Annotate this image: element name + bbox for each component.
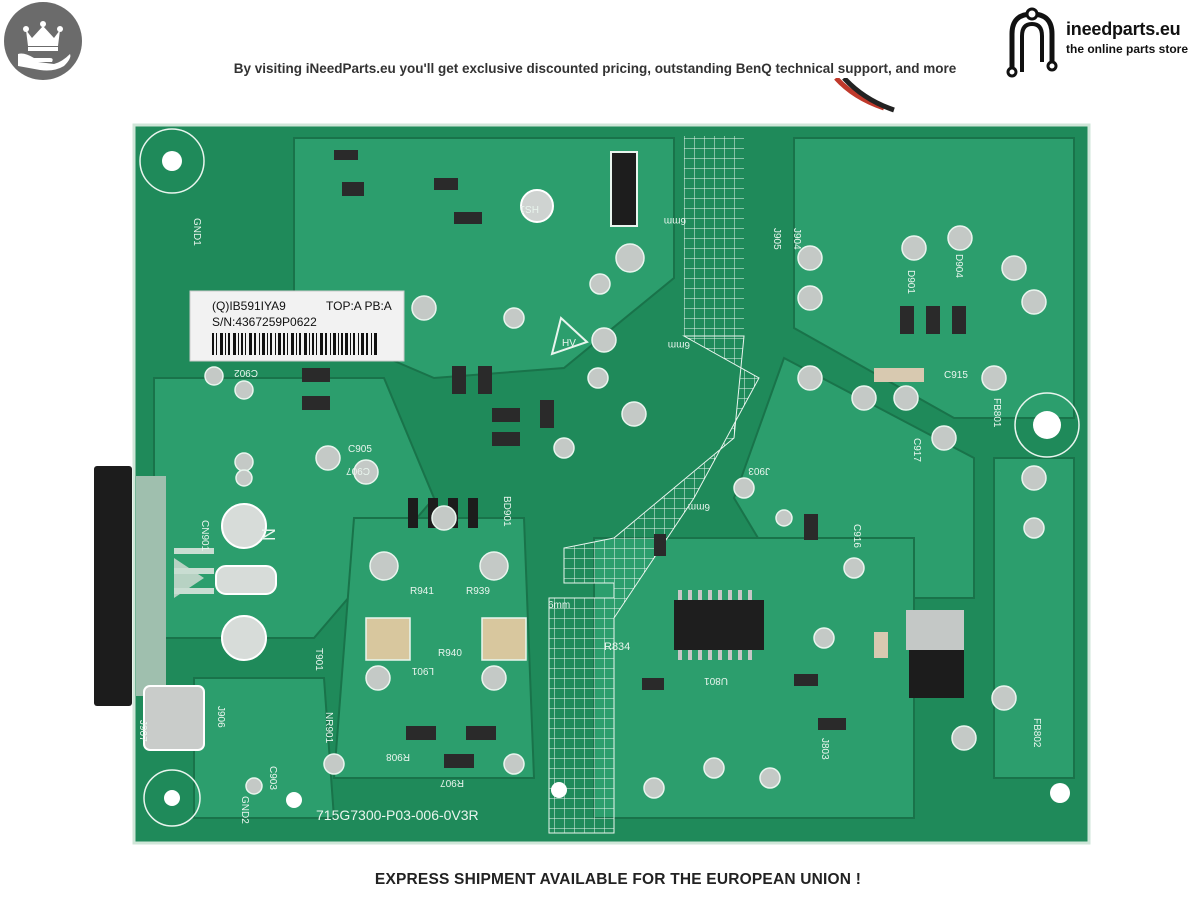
shield-pad (143, 685, 205, 751)
silk-u801: U801 (704, 675, 728, 686)
label-revision-text: TOP:A PB:A (326, 299, 392, 313)
silk-c907: C907 (346, 465, 370, 476)
silk-n: N (258, 528, 278, 541)
silk-r939: R939 (466, 586, 490, 597)
silk-r908: R908 (386, 751, 410, 762)
silk-r907: R907 (440, 777, 464, 788)
silk-fb801: FB801 (991, 398, 1002, 428)
silk-6mm-1: 6mm (664, 215, 686, 226)
silk-6mm-2: 6mm (668, 339, 690, 350)
silk-c916: C916 (851, 524, 862, 548)
high-voltage-warning-icon: HV (550, 316, 589, 356)
heatsink-grille (136, 476, 214, 696)
silk-j905: J905 (771, 228, 782, 250)
label-model-text: (Q)IB591IYA9 (212, 299, 286, 313)
label-serial-text: S/N:4367259P0622 (212, 315, 317, 329)
silk-r940: R940 (438, 648, 462, 659)
silk-bd901: BD901 (501, 496, 512, 527)
silk-j906: J906 (215, 706, 226, 728)
silk-d904: D904 (953, 254, 964, 278)
silk-nr901: NR901 (323, 712, 334, 744)
brand-name: ineedparts.eu (1066, 19, 1181, 39)
board-part-number: 715G7300-P03-006-0V3R (316, 807, 479, 823)
silk-6mm-4: 6mm (548, 600, 570, 611)
silk-r941: R941 (410, 586, 434, 597)
silk-t901: T901 (313, 648, 324, 671)
power-supply-board-photo: (Q)IB591IYA9 TOP:A PB:A S/N:4367259P0622 (94, 76, 1114, 848)
ac-inlet-connector (94, 466, 132, 706)
diode-d903 (610, 151, 638, 227)
barcode (212, 333, 377, 355)
svg-text:HV: HV (562, 338, 576, 349)
silk-hs1: HS1 (519, 203, 539, 214)
silk-j903: J903 (748, 465, 770, 476)
silk-j904: J904 (791, 228, 802, 250)
hs1-pad (520, 189, 554, 223)
silk-j907: J907 (137, 720, 148, 742)
silk-fb802: FB802 (1031, 718, 1042, 748)
transformer-pads (365, 617, 527, 661)
mounting-holes (139, 128, 1080, 827)
ineedparts-logo-icon (1006, 7, 1058, 78)
shipping-banner: EXPRESS SHIPMENT AVAILABLE FOR THE EUROP… (374, 871, 862, 888)
solder-joints (204, 225, 1047, 799)
power-wires (834, 76, 895, 113)
silk-c905: C905 (348, 444, 372, 455)
power-transistor (906, 610, 964, 698)
promo-tagline: By visiting iNeedParts.eu you'll get exc… (233, 61, 957, 76)
silk-l901: L901 (411, 665, 434, 676)
silk-6mm-3: 6mm (688, 501, 710, 512)
silk-c917: C917 (911, 438, 922, 462)
serial-label: (Q)IB591IYA9 TOP:A PB:A S/N:4367259P0622 (189, 290, 405, 362)
ic-u801 (674, 590, 764, 660)
crown-hand-icon (4, 2, 82, 80)
silk-c903: C903 (267, 766, 278, 790)
ac-input-pads (215, 503, 277, 661)
silk-c902: C902 (234, 367, 258, 378)
silk-cn901: CN901 (199, 520, 210, 552)
silk-r834: R834 (604, 641, 630, 653)
brand-logo[interactable]: ineedparts.eu the online parts store (1002, 4, 1198, 78)
silk-d901: D901 (905, 270, 916, 294)
isolation-grid-strip (548, 136, 760, 834)
silk-j803: J803 (819, 738, 830, 760)
silk-gnd2: GND2 (239, 796, 250, 824)
brand-subtitle: the online parts store (1066, 42, 1189, 56)
silk-c915: C915 (944, 370, 968, 381)
smd-components (302, 150, 966, 768)
silk-gnd1: GND1 (191, 218, 202, 246)
